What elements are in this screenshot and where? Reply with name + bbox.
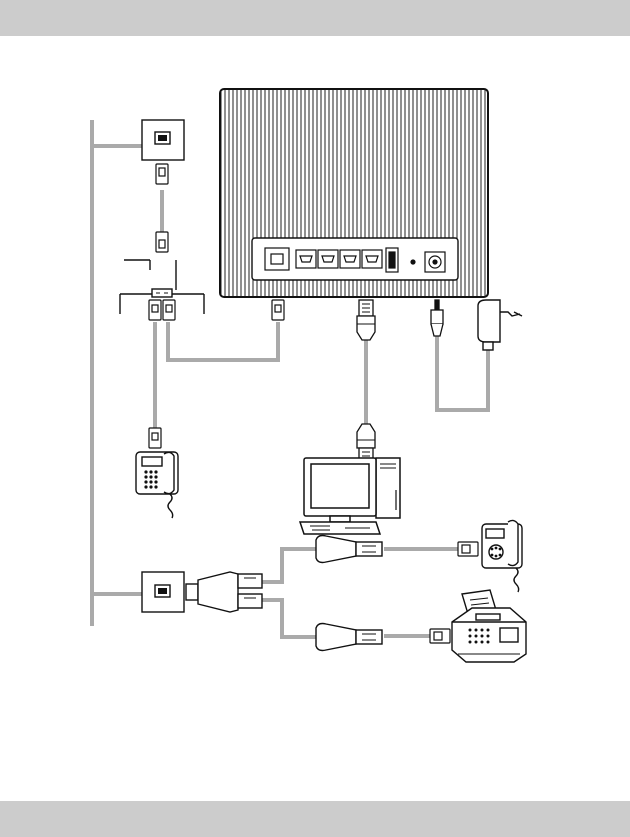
- double-adapter-icon: [186, 572, 262, 612]
- telephone-icon: [136, 452, 178, 518]
- rj11-plug-icon: [149, 300, 175, 320]
- rj11-plug-icon: [272, 300, 284, 320]
- power-adapter-icon: [478, 300, 522, 350]
- adapter-to-ata-top-cable: [262, 549, 316, 582]
- adapter-to-ata-bottom-cable: [262, 600, 316, 637]
- splitter-to-router-cable: [168, 322, 278, 360]
- lan-port-icon: [318, 250, 338, 268]
- dsl-splitter-icon: [120, 260, 204, 314]
- rj11-plug-icon: [458, 542, 478, 556]
- wall-phone-socket-icon: [142, 120, 184, 160]
- lan-port-icon: [296, 250, 316, 268]
- reset-button-icon: [411, 260, 415, 264]
- power-plug-icon: [431, 300, 443, 336]
- router-icon: [220, 89, 488, 297]
- wall-phone-socket-icon: [142, 572, 184, 612]
- telephone-icon: [482, 520, 522, 592]
- header-band: [0, 0, 630, 36]
- lan-port-icon: [340, 250, 360, 268]
- rj11-plug-icon: [149, 428, 161, 448]
- lan-port-icon: [362, 250, 382, 268]
- power-cable: [437, 335, 488, 410]
- rj11-plug-icon: [430, 629, 450, 643]
- ethernet-plug-icon: [357, 300, 375, 340]
- desktop-computer-icon: [300, 458, 400, 534]
- phone-adapter-icon: [316, 536, 382, 563]
- fax-machine-icon: [452, 590, 526, 662]
- connection-diagram: [0, 36, 630, 801]
- phone-adapter-icon: [316, 624, 382, 651]
- footer-band: [0, 801, 630, 837]
